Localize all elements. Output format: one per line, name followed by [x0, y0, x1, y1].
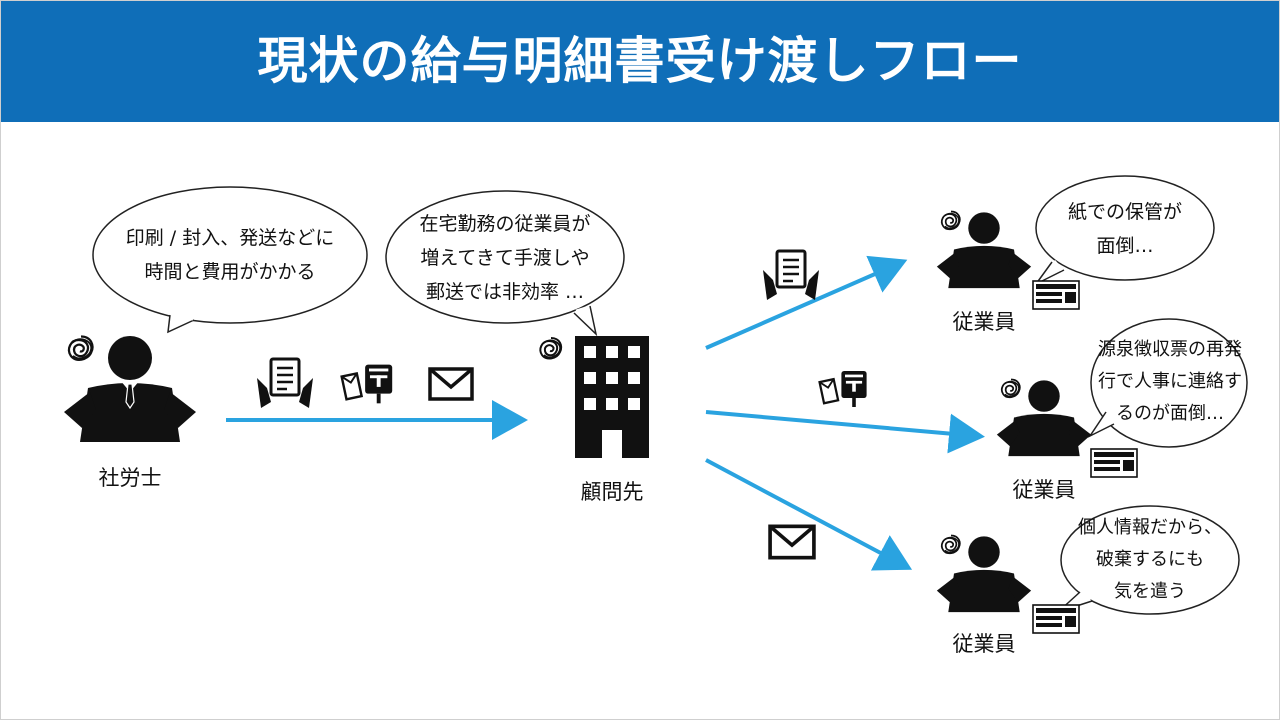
- envelope-icon: [768, 524, 816, 560]
- client-bubble-text: 在宅勤務の従業員が 増えてきて手渡しや 郵送では非効率 …: [395, 207, 615, 309]
- post-icon: [818, 369, 868, 409]
- building-icon: [539, 336, 649, 458]
- page-title: 現状の給与明細書受け渡しフロー: [257, 32, 1023, 90]
- bubble-line: 源泉徴収票の再発: [1098, 339, 1242, 360]
- consultant-speech-bubble: [92, 186, 368, 334]
- consultant-figure: [64, 335, 196, 442]
- envelope-icon: [428, 367, 474, 401]
- employee-3-speech-bubble: [1057, 505, 1240, 615]
- consultant-label: 社労士: [98, 466, 162, 490]
- title-banner: [0, 0, 1280, 122]
- employee-3-figure: [936, 534, 1080, 634]
- employee-2-label: 従業員: [1012, 478, 1076, 502]
- payslip-card-icon: [1032, 280, 1080, 310]
- bubble-line: 郵送では非効率 …: [425, 281, 585, 303]
- consultant-bubble-text: 印刷 / 封入、発送などに 時間と費用がかかる: [110, 221, 350, 289]
- client-speech-bubble: [385, 190, 625, 337]
- employee-3-bubble-text: 個人情報だから、 破棄するにも 気を遣う: [1065, 512, 1235, 608]
- hand-delivery-icon: [255, 357, 315, 410]
- bubble-line: 増えてきて手渡しや: [420, 247, 590, 269]
- bubble-line: るのが面倒…: [1116, 403, 1224, 424]
- arrow-client-to-employee-3: [705, 458, 913, 571]
- bubble-line: 印刷 / 封入、発送などに: [125, 227, 335, 249]
- hand-delivery-icon: [761, 249, 821, 302]
- bubble-line: 気を遣う: [1114, 581, 1186, 602]
- bubble-line: 破棄するにも: [1096, 549, 1204, 570]
- bubble-line: 在宅勤務の従業員が: [419, 213, 591, 235]
- post-icon: [340, 363, 394, 405]
- payslip-card-icon: [1090, 448, 1138, 478]
- bubble-line: 紙での保管が: [1067, 201, 1182, 223]
- worried-scribble-icon: [1000, 378, 1021, 399]
- arrow-client-to-employee-1: [705, 255, 908, 350]
- client-label: 顧問先: [580, 480, 644, 504]
- arrow-client-to-employee-2: [705, 410, 985, 454]
- bubble-line: 個人情報だから、: [1078, 517, 1222, 538]
- worried-scribble-icon: [940, 210, 961, 231]
- employee-1-bubble-text: 紙での保管が 面倒…: [1045, 195, 1205, 263]
- bubble-line: 面倒…: [1096, 235, 1154, 257]
- employee-2-speech-bubble: [1087, 318, 1248, 448]
- worried-scribble-icon: [539, 337, 563, 360]
- employee-2-bubble-text: 源泉徴収票の再発 行で人事に連絡す るのが面倒…: [1092, 334, 1248, 430]
- bubble-line: 行で人事に連絡す: [1098, 371, 1242, 392]
- worried-scribble-icon: [940, 534, 961, 555]
- bubble-line: 時間と費用がかかる: [144, 261, 316, 283]
- employee-1-label: 従業員: [952, 310, 1016, 334]
- employee-3-label: 従業員: [952, 632, 1016, 656]
- worried-scribble-icon: [67, 335, 94, 361]
